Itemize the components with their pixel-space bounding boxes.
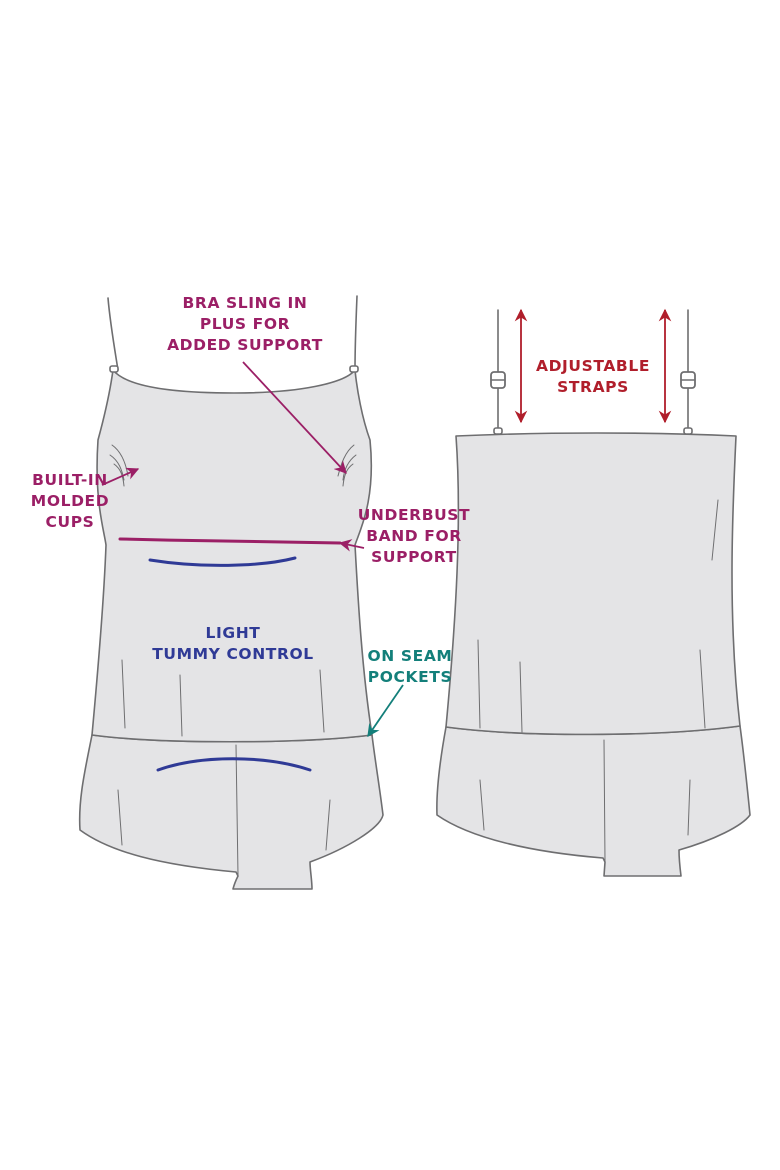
callout-bra-sling-line-2: PLUS FOR [199, 315, 291, 333]
callout-built-in-cups-line-1: BUILT-IN [32, 471, 108, 489]
underbust-band-line [118, 537, 342, 545]
callout-underbust-band: UNDERBUST BAND FOR SUPPORT [352, 505, 476, 568]
back-view [436, 309, 751, 877]
callout-underbust-band-line-3: SUPPORT [371, 548, 457, 566]
front-fold-lines [117, 659, 331, 876]
back-strap-ring-right [683, 427, 693, 435]
callout-bra-sling: BRA SLING IN PLUS FOR ADDED SUPPORT [160, 293, 330, 356]
front-strap-ring-right [349, 365, 359, 373]
callout-tummy-control-line-1: LIGHT [205, 624, 261, 642]
callout-adjustable-straps: ADJUSTABLE STRAPS [524, 356, 662, 398]
bra-sling-arrow [242, 361, 347, 474]
front-strap-left [107, 297, 119, 371]
callout-built-in-cups: BUILT-IN MOLDED CUPS [20, 470, 120, 533]
callout-built-in-cups-line-2: MOLDED [30, 492, 110, 510]
front-view [78, 295, 384, 890]
front-strap-ring-left [109, 365, 119, 373]
tummy-control-line-lower [156, 757, 312, 772]
callout-built-in-cups-line-3: CUPS [45, 513, 95, 531]
callout-adjustable-straps-line-1: ADJUSTABLE [535, 357, 651, 375]
underbust-band-arrow [338, 539, 365, 552]
callout-seam-pockets-line-1: ON SEAM [367, 647, 453, 665]
callout-seam-pockets-line-2: POCKETS [367, 668, 453, 686]
back-fold-lines [477, 499, 719, 863]
built-in-cups-arrow [101, 467, 140, 486]
callout-adjustable-straps-line-2: STRAPS [557, 378, 629, 396]
callout-tummy-control: LIGHT TUMMY CONTROL [140, 623, 326, 665]
callout-underbust-band-line-1: UNDERBUST [357, 506, 471, 524]
callout-bra-sling-line-1: BRA SLING IN [182, 294, 308, 312]
seam-pockets-arrow [367, 684, 404, 738]
back-camisole [445, 432, 741, 736]
front-camisole [91, 369, 373, 743]
callout-underbust-band-line-2: BAND FOR [366, 527, 462, 545]
back-shorts [436, 725, 751, 877]
tummy-control-line-upper [148, 556, 297, 567]
callout-bra-sling-line-3: ADDED SUPPORT [167, 336, 323, 354]
back-strap-ring-left [493, 427, 503, 435]
callout-tummy-control-line-2: TUMMY CONTROL [152, 645, 314, 663]
callout-seam-pockets: ON SEAM POCKETS [360, 646, 460, 688]
front-strap-right [354, 295, 358, 371]
